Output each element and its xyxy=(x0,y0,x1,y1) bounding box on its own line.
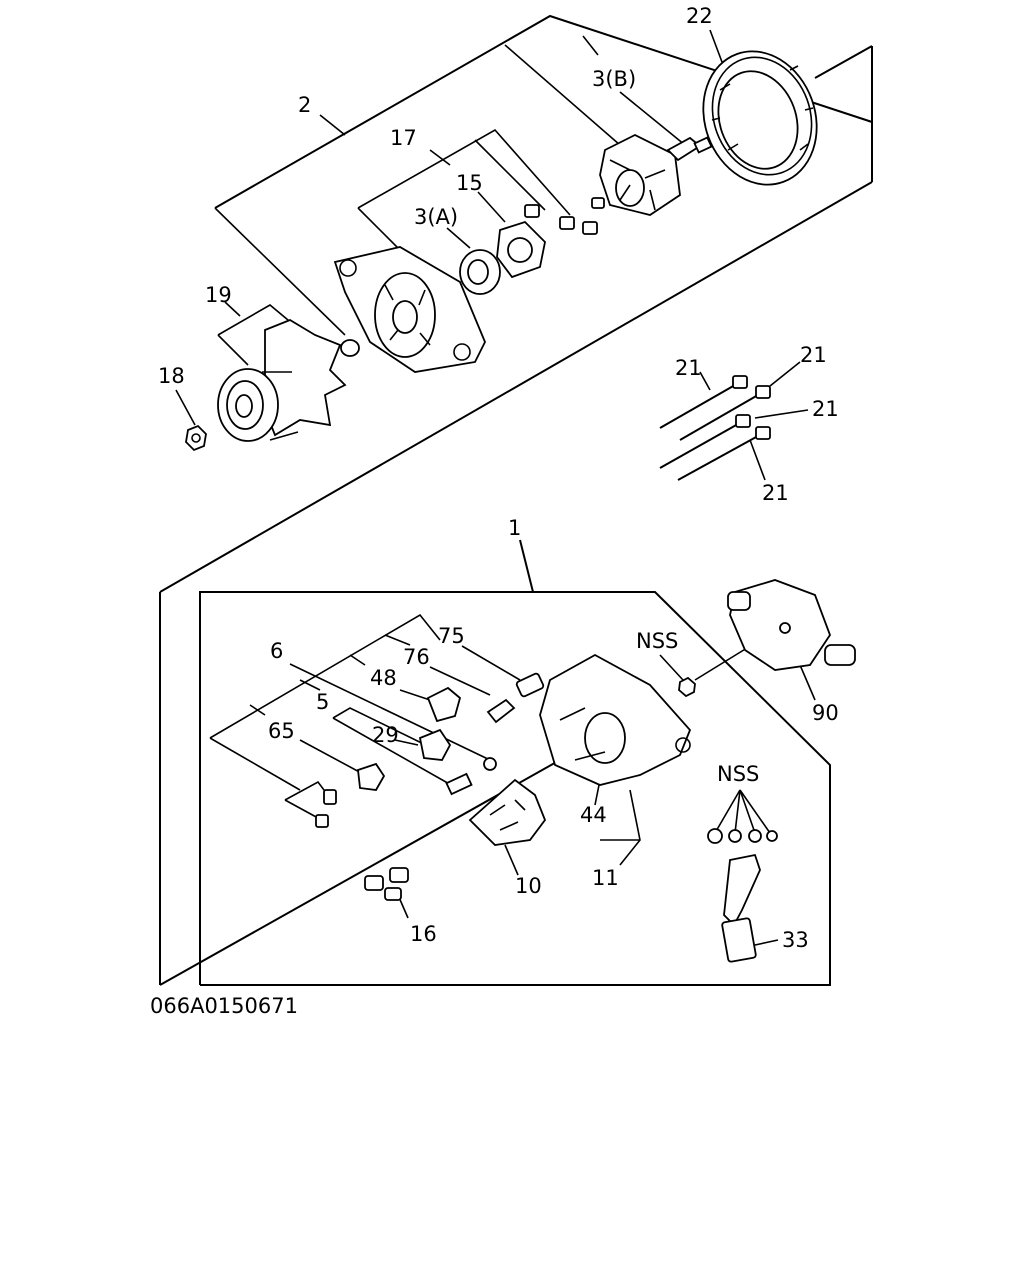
label-19: 19 xyxy=(205,283,232,307)
stator-part xyxy=(702,50,818,186)
pulley-fan-part xyxy=(217,318,347,442)
label-5: 5 xyxy=(316,690,329,714)
spacer-part xyxy=(340,339,360,357)
drawing-code: 066A0150671 xyxy=(150,994,298,1018)
label-nss-lower: NSS xyxy=(717,762,759,786)
front-housing-part xyxy=(333,246,486,373)
label-17: 17 xyxy=(390,126,417,150)
label-65: 65 xyxy=(268,719,295,743)
label-6: 6 xyxy=(270,639,283,663)
rear-cover-part xyxy=(727,579,856,671)
through-bolt-parts xyxy=(659,375,771,481)
rotor-part xyxy=(599,133,713,216)
label-21-c: 21 xyxy=(812,397,839,421)
label-16: 16 xyxy=(410,922,437,946)
nss-nut-part xyxy=(678,676,696,698)
label-3a: 3(A) xyxy=(414,205,458,229)
label-75: 75 xyxy=(438,624,465,648)
label-90: 90 xyxy=(812,701,839,725)
small-parts xyxy=(315,672,545,828)
label-1: 1 xyxy=(508,516,521,540)
label-11: 11 xyxy=(592,866,619,890)
label-21-a: 21 xyxy=(675,356,702,380)
callout-labels: 2 3(B) 22 17 15 3(A) 19 18 21 21 21 21 1… xyxy=(158,4,839,952)
screw-parts xyxy=(524,197,605,235)
bearing-part xyxy=(459,249,501,295)
label-18: 18 xyxy=(158,364,185,388)
label-29: 29 xyxy=(372,723,399,747)
label-21-b: 21 xyxy=(800,343,827,367)
label-10: 10 xyxy=(515,874,542,898)
label-3b: 3(B) xyxy=(592,67,636,91)
label-76: 76 xyxy=(403,645,430,669)
label-nss-upper: NSS xyxy=(636,629,678,653)
label-2: 2 xyxy=(298,93,311,117)
rear-housing-part xyxy=(539,653,692,786)
label-22: 22 xyxy=(686,4,713,28)
label-15: 15 xyxy=(456,171,483,195)
lower-assembly-frame xyxy=(199,539,831,986)
retainer-plate-part xyxy=(496,220,546,279)
brush-holder-part xyxy=(707,828,778,963)
label-33: 33 xyxy=(782,928,809,952)
label-21-d: 21 xyxy=(762,481,789,505)
rectifier-part xyxy=(468,778,547,846)
label-48: 48 xyxy=(370,666,397,690)
label-44: 44 xyxy=(580,803,607,827)
nut-part xyxy=(185,424,207,452)
terminal-bolt-parts xyxy=(364,867,409,901)
